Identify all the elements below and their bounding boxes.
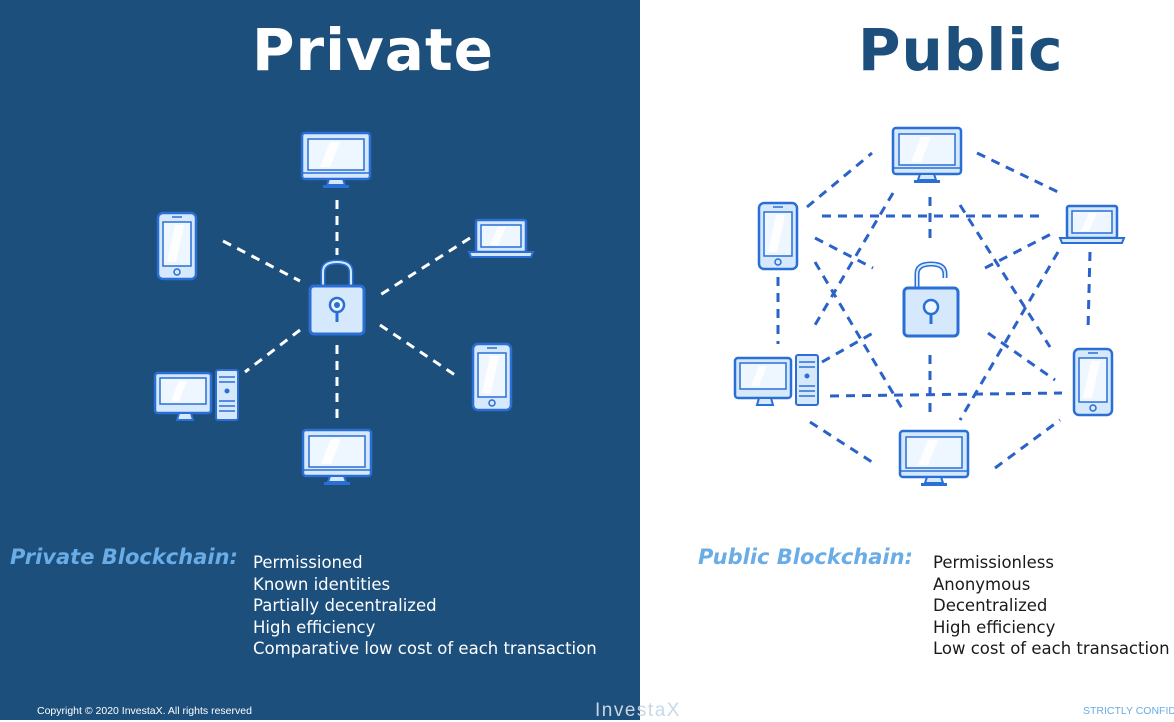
unlocked-padlock-icon: [904, 264, 958, 336]
footer-copyright: Copyright © 2020 InvestaX. All rights re…: [37, 705, 252, 717]
public-feature-item: High efficiency: [933, 617, 1056, 637]
private-connections: [222, 200, 471, 425]
public-phone-left-icon: [757, 201, 799, 271]
public-feature-item: Decentralized: [933, 596, 1048, 615]
title-private: Private: [252, 16, 495, 84]
private-phone-left-icon: [156, 211, 198, 281]
title-public: Public: [858, 16, 1064, 84]
locked-padlock-icon: [310, 262, 364, 334]
public-phone-right-icon: [1072, 347, 1114, 417]
private-blockchain-label: Private Blockchain:: [10, 545, 238, 569]
vs-text-blue: VS: [605, 9, 701, 83]
brand-text-part: aX: [654, 700, 681, 721]
public-feature-item: Low cost of each transaction: [933, 639, 1170, 658]
public-monitor-bottom-icon: [898, 429, 970, 488]
private-feature-item: Permissioned: [253, 553, 363, 572]
private-feature-item: Comparative low cost of each transaction: [253, 639, 597, 658]
vs-heading: VS VS: [605, 8, 715, 86]
private-panel: [0, 0, 640, 720]
public-feature-item: Permissionless: [933, 553, 1054, 572]
private-monitor-top-icon: [300, 131, 372, 190]
public-monitor-top-icon: [891, 126, 963, 185]
private-laptop-icon: [467, 218, 535, 259]
private-feature-item: Known identities: [253, 574, 391, 594]
private-desktop-icon: [153, 368, 240, 422]
public-features-list: Permissionless Anonymous Decentralized H…: [933, 552, 1170, 660]
private-phone-right-icon: [471, 342, 513, 412]
public-connections: [776, 151, 1092, 470]
public-blockchain-label: Public Blockchain:: [698, 545, 913, 569]
public-laptop-icon: [1058, 204, 1126, 245]
brand-text-part: Invest: [595, 700, 655, 721]
private-monitor-bottom-icon: [301, 428, 373, 487]
public-desktop-icon: [733, 353, 820, 407]
private-features-list: Permissioned Known identities Partially …: [253, 552, 597, 660]
public-feature-item: Anonymous: [933, 574, 1031, 594]
footer-confidential: STRICTLY CONFIDI: [1083, 705, 1174, 717]
private-feature-item: High efficiency: [253, 617, 376, 637]
private-feature-item: Partially decentralized: [253, 596, 437, 615]
footer-brand-logo: InvestaX: [595, 700, 681, 722]
vs-text-white: VS: [605, 9, 701, 83]
